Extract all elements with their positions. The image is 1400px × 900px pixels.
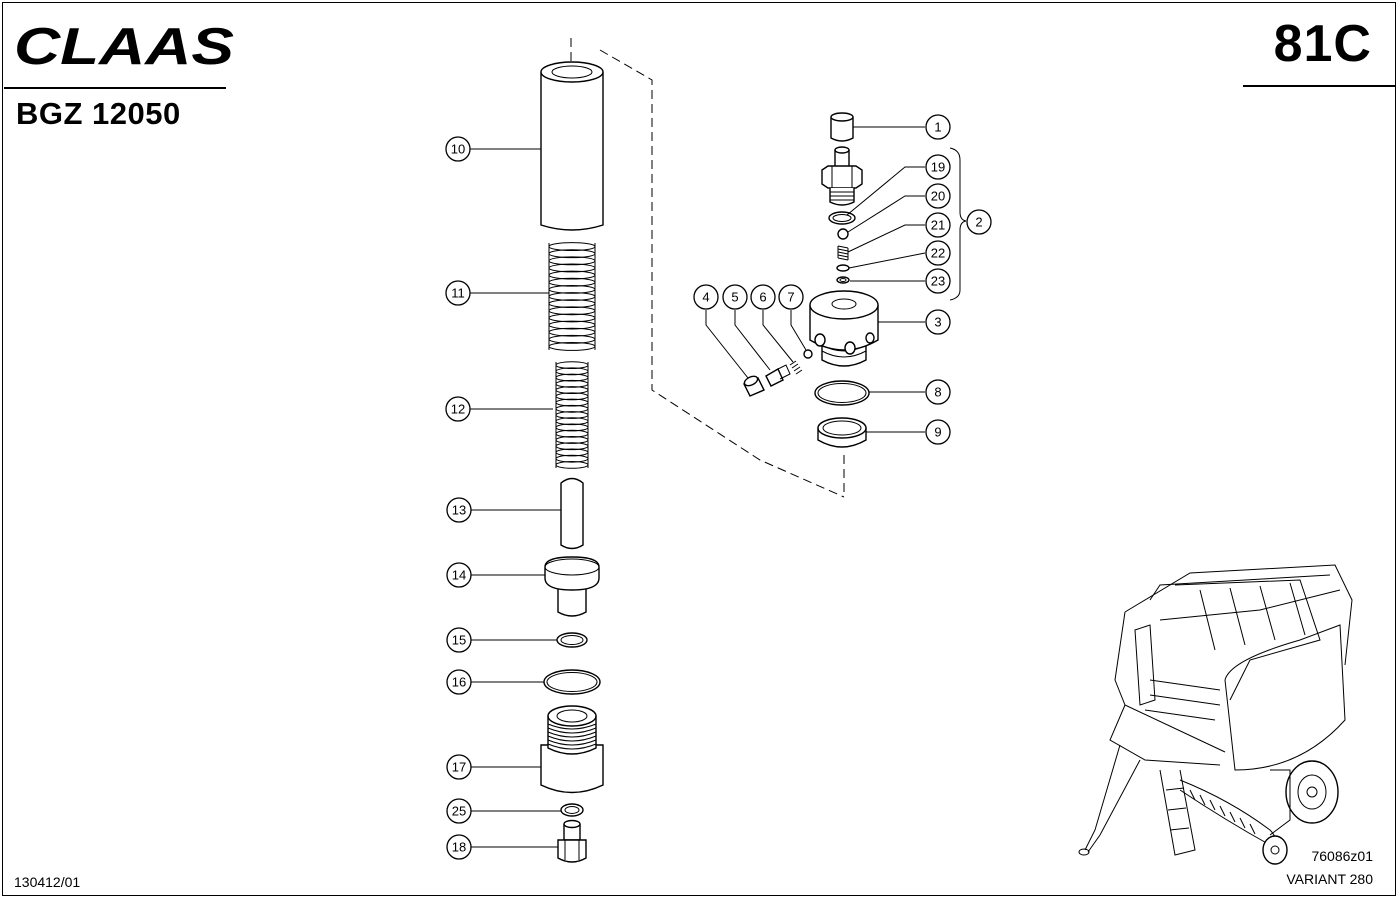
svg-text:16: 16 [452,675,466,690]
part-2-valve-insert [821,146,863,206]
svg-text:1: 1 [934,120,941,135]
thread-line [547,739,597,746]
svg-text:2: 2 [975,215,982,230]
callout-6: 6 [750,284,776,310]
part-22-washer [836,264,850,272]
part-20-ball [837,228,849,240]
part-3-valve-body [809,290,879,367]
page-number: 81C [1273,15,1372,73]
part-15-o-ring [556,632,588,648]
part-14-piston [544,556,600,617]
callout-7: 7 [778,284,804,310]
doc-code: BGZ 12050 [16,96,181,131]
svg-text:10: 10 [451,142,465,157]
part-19-o-ring [828,211,856,225]
thread-line [547,743,597,750]
callout-2: 2 [966,209,992,235]
part-1-cap [830,112,854,142]
group-bracket [949,147,967,301]
spring-outline [548,243,596,350]
svg-text:4: 4 [702,290,709,305]
thread-line [547,723,597,730]
part-8-o-ring [814,380,870,406]
callout-25: 25 [446,798,472,824]
model-name: VARIANT 280 [1286,871,1373,887]
part-10-sleeve [540,61,604,231]
callout-23: 23 [925,268,951,294]
part-16-o-ring [543,669,601,695]
round-baler-machine-icon [1078,564,1353,865]
callout-21: 21 [925,212,951,238]
callout-5: 5 [722,284,748,310]
svg-text:9: 9 [934,425,941,440]
callout-16: 16 [446,669,472,695]
claas-logo: CLAAS [14,22,234,70]
part-4-plug [743,375,765,397]
callout-13: 13 [446,497,472,523]
thread-line [547,735,597,742]
sheet-code: 130412/01 [14,874,81,890]
callout-1: 1 [925,114,951,140]
part-12-inner-spring [555,361,589,469]
header-rule-right [1243,85,1396,87]
svg-text:21: 21 [931,218,945,233]
header-rule-left [4,87,226,89]
callout-3: 3 [925,309,951,335]
part-23-washer [836,276,850,284]
svg-text:5: 5 [731,290,738,305]
svg-text:12: 12 [451,402,465,417]
part-6-small-spring [789,360,803,375]
svg-text:8: 8 [934,385,941,400]
svg-text:19: 19 [931,160,945,175]
image-reference: 76086z01 [1311,848,1373,864]
svg-text:7: 7 [787,290,794,305]
callout-12: 12 [445,396,471,422]
part-17-threaded-housing [540,705,604,794]
part-18-fitting [557,819,587,863]
part-21-small-spring [837,245,849,261]
svg-text:6: 6 [759,290,766,305]
part-5-screw [765,364,791,387]
thread-line [547,731,597,738]
part-7-ball [803,349,813,359]
callout-20: 20 [925,183,951,209]
svg-text:23: 23 [931,274,945,289]
svg-text:20: 20 [931,189,945,204]
callout-19: 19 [925,154,951,180]
callout-10: 10 [445,136,471,162]
callout-17: 17 [446,754,472,780]
callout-18: 18 [446,834,472,860]
callout-14: 14 [446,562,472,588]
assembly-guide-lines [570,38,845,498]
svg-text:15: 15 [452,633,466,648]
brand-wordmark: CLAAS [14,22,234,70]
svg-text:3: 3 [934,315,941,330]
thread-line [547,727,597,734]
spring-outline [555,362,589,468]
callout-8: 8 [925,379,951,405]
svg-text:18: 18 [452,840,466,855]
callout-11: 11 [445,280,471,306]
leader-lines [470,126,926,848]
part-25-washer [560,803,584,817]
callout-15: 15 [446,627,472,653]
svg-text:25: 25 [452,804,466,819]
callout-9: 9 [925,419,951,445]
svg-text:14: 14 [452,568,466,583]
svg-text:17: 17 [452,760,466,775]
part-11-outer-spring [548,242,596,351]
svg-text:22: 22 [931,246,945,261]
part-13-pin [560,477,584,550]
part-9-backup-ring [817,417,867,448]
svg-text:13: 13 [452,503,466,518]
callout-4: 4 [693,284,719,310]
svg-text:11: 11 [451,286,465,301]
callout-22: 22 [925,240,951,266]
